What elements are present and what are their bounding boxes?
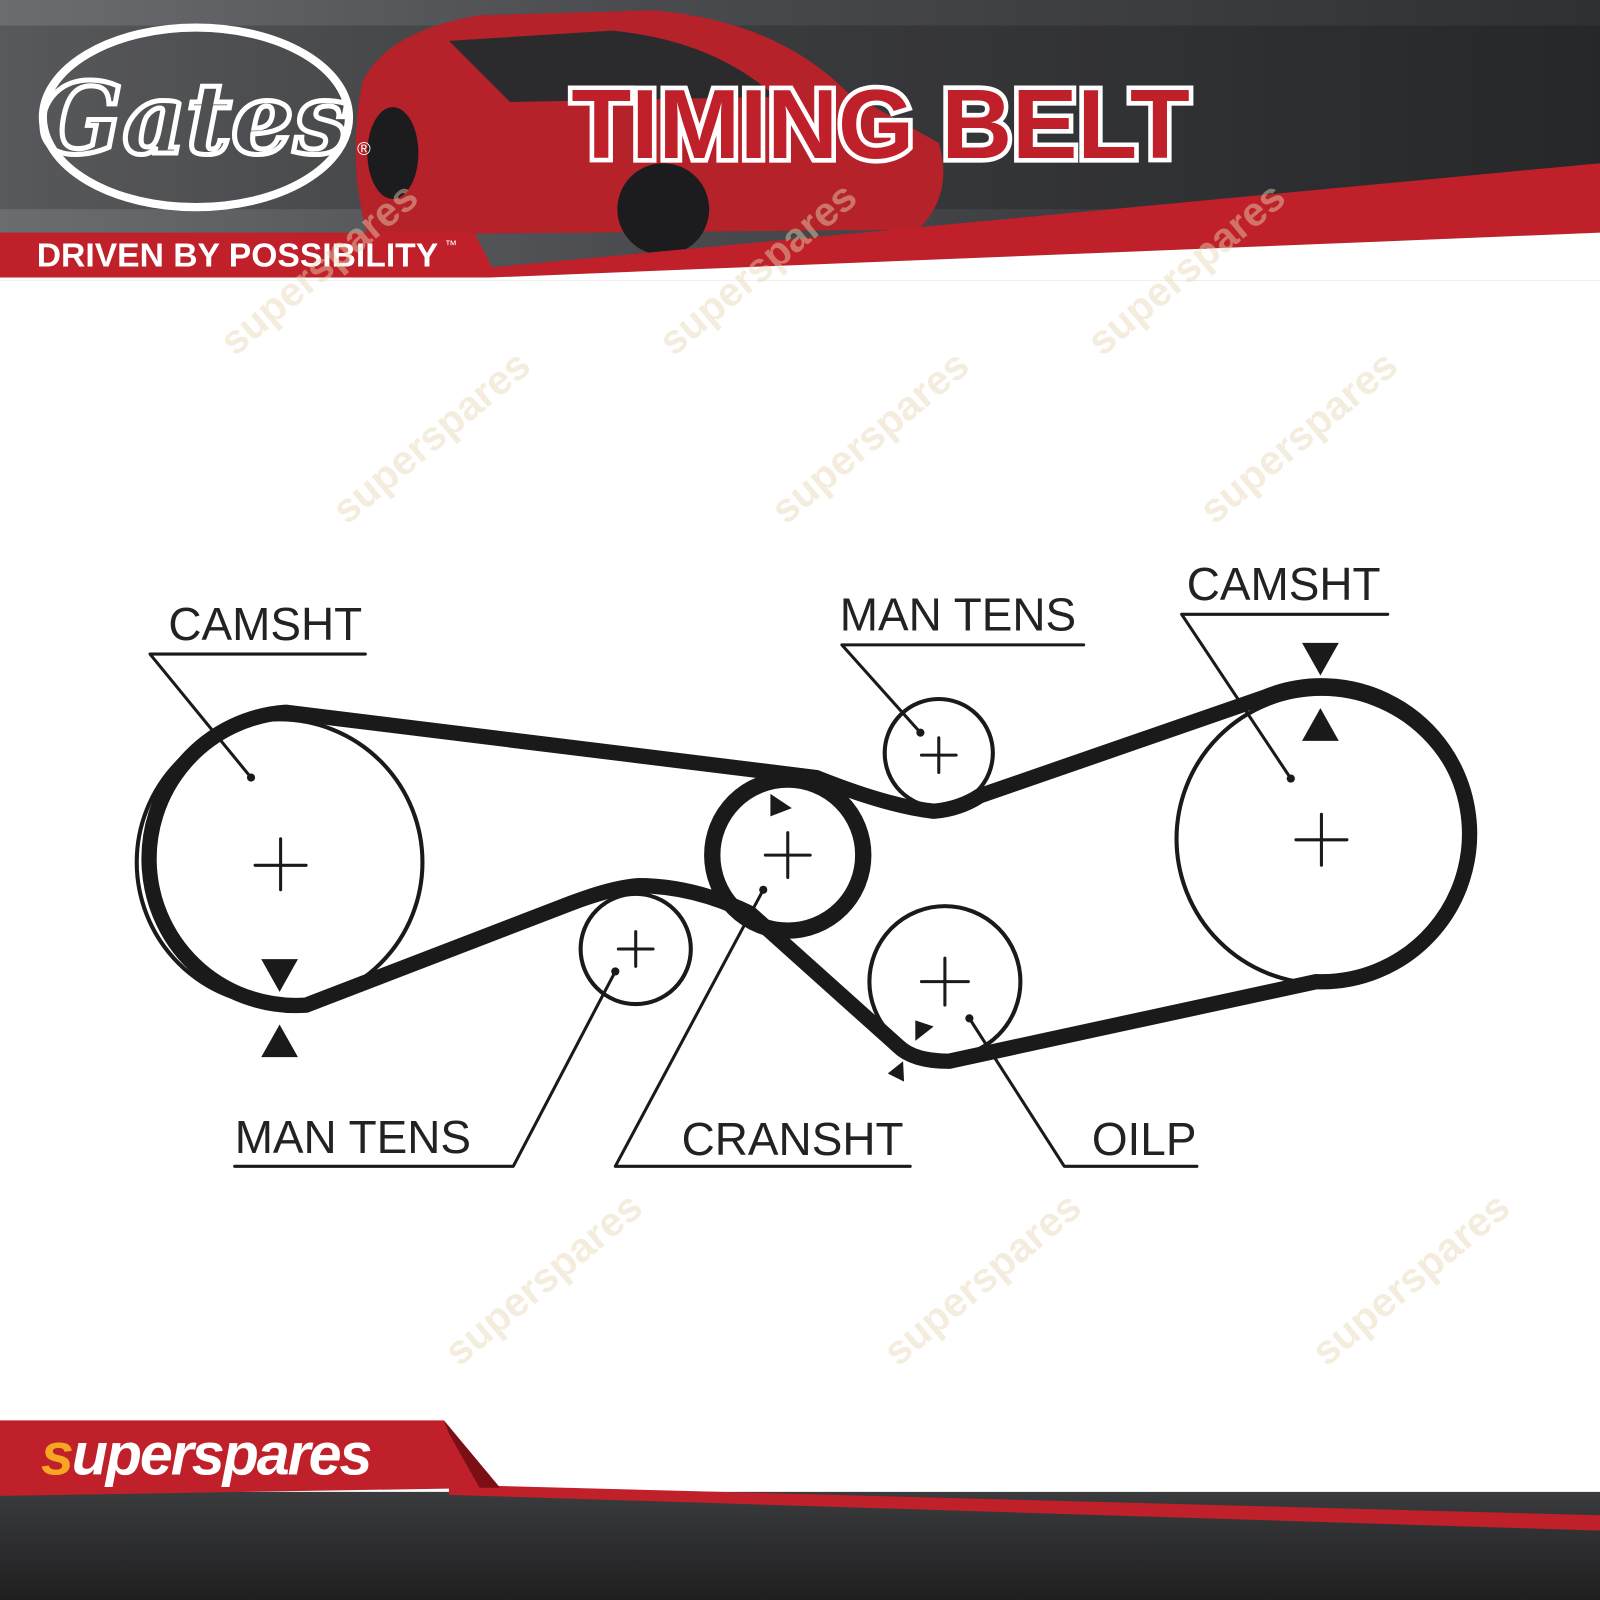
- label-tensioner-bottom: MAN TENS: [235, 1111, 471, 1163]
- label-oil-pump: OILP: [1092, 1113, 1197, 1165]
- leader-lines: [148, 612, 1390, 1168]
- superspares-logo: superspares: [41, 1420, 373, 1487]
- page-title: TIMING BELT: [571, 69, 1189, 179]
- svg-text:superspares: superspares: [874, 1183, 1089, 1374]
- tensioner-bottom-pulley: [578, 891, 693, 1007]
- svg-text:superspares: superspares: [1303, 1183, 1518, 1374]
- center-crosses: [253, 736, 1349, 1007]
- svg-text:™: ™: [445, 238, 457, 252]
- belt-routing-diagram: [134, 612, 1478, 1168]
- svg-text:superspares: superspares: [435, 1183, 650, 1374]
- timing-marks: [261, 642, 1339, 1082]
- footer-banner: superspares: [0, 1420, 1600, 1600]
- gates-logo: Gates ®: [36, 23, 371, 212]
- svg-text:superspares: superspares: [1191, 341, 1406, 532]
- label-crankshaft: CRANSHT: [682, 1113, 904, 1165]
- watermarks: superspares superspares superspares supe…: [211, 173, 1518, 1374]
- tagline: DRIVEN BY POSSIBILITY: [37, 237, 438, 274]
- label-camshaft-right: CAMSHT: [1187, 558, 1381, 610]
- diagram-labels: CAMSHT MAN TENS CAMSHT MAN TENS CRANSHT …: [168, 558, 1380, 1165]
- label-camshaft-left: CAMSHT: [168, 598, 362, 650]
- timing-belt: [141, 678, 1478, 1069]
- svg-text:®: ®: [357, 138, 371, 159]
- header-red-stripe: [0, 163, 1600, 278]
- car-image: [355, 10, 944, 256]
- svg-text:superspares: superspares: [762, 341, 977, 532]
- label-tensioner-top: MAN TENS: [840, 589, 1076, 641]
- svg-text:superspares: superspares: [41, 1420, 371, 1487]
- svg-text:superspares: superspares: [323, 341, 538, 532]
- svg-text:Gates: Gates: [39, 62, 349, 177]
